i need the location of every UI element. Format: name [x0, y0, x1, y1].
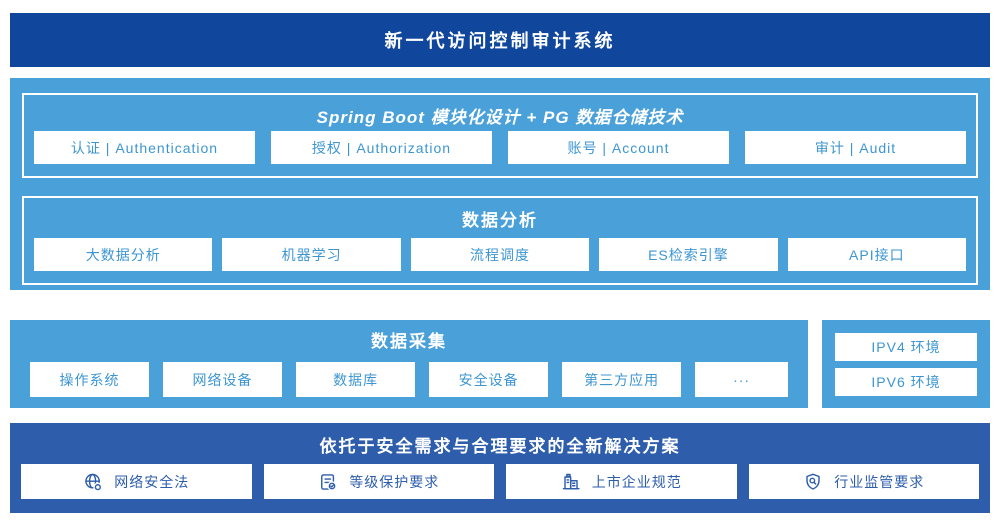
solution-item-industry-regulation: 行业监管要求: [748, 464, 979, 499]
module-machine-learning: 机器学习: [222, 238, 401, 271]
spring-boot-module-row: 认证 | Authentication 授权 | Authorization 账…: [34, 131, 966, 164]
source-third-party-app: 第三方应用: [562, 362, 682, 397]
module-es-search-engine: ES检索引擎: [599, 238, 778, 271]
solution-item-label: 等级保护要求: [349, 473, 440, 490]
solution-item-cybersecurity-law: 网络安全法: [21, 464, 252, 499]
module-api-interface: API接口: [787, 238, 967, 271]
env-ipv4: IPV4 环境: [835, 332, 977, 361]
building-icon: [562, 473, 580, 489]
solution-item-listed-company-standard: 上市企业规范: [506, 464, 737, 499]
solution-item-label: 上市企业规范: [591, 473, 682, 490]
solution-title: 依托于安全需求与合理要求的全新解决方案: [319, 437, 681, 456]
solution-item-row: 网络安全法 等级保护要求: [21, 464, 979, 499]
solution-section: 依托于安全需求与合理要求的全新解决方案 网络安全法: [10, 423, 990, 513]
source-database: 数据库: [296, 362, 416, 397]
env-ipv6: IPV6 环境: [835, 367, 977, 396]
module-process-scheduling: 流程调度: [410, 238, 590, 271]
data-collection-title: 数据采集: [371, 332, 447, 351]
module-big-data-analysis: 大数据分析: [34, 238, 213, 271]
source-operating-system: 操作系统: [30, 362, 150, 397]
spring-boot-layer: Spring Boot 模块化设计 + PG 数据仓储技术 认证 | Authe…: [22, 93, 978, 178]
module-audit: 审计 | Audit: [745, 131, 966, 164]
solution-item-classified-protection: 等级保护要求: [263, 464, 494, 499]
data-analysis-module-row: 大数据分析 机器学习 流程调度 ES检索引擎 API接口: [34, 238, 967, 271]
data-collection-source-row: 操作系统 网络设备 数据库 安全设备 第三方应用 ···: [30, 362, 788, 397]
data-analysis-layer: 数据分析 大数据分析 机器学习 流程调度 ES检索引擎 API接口: [22, 196, 978, 285]
globe-icon: [85, 473, 103, 492]
shield-search-icon: [806, 473, 820, 490]
data-analysis-layer-title: 数据分析: [462, 211, 538, 230]
module-authentication: 认证 | Authentication: [34, 131, 255, 164]
source-security-device: 安全设备: [429, 362, 549, 397]
system-title: 新一代访问控制审计系统: [384, 31, 616, 51]
solution-item-label: 行业监管要求: [834, 473, 925, 490]
solution-item-label: 网络安全法: [114, 473, 190, 490]
document-check-icon: [321, 473, 337, 491]
source-ellipsis: ···: [695, 362, 788, 397]
environments-box: IPV4 环境 IPV6 环境: [822, 320, 990, 408]
spring-boot-layer-title: Spring Boot 模块化设计 + PG 数据仓储技术: [316, 108, 684, 127]
platform-section: Spring Boot 模块化设计 + PG 数据仓储技术 认证 | Authe…: [10, 78, 990, 290]
system-title-banner: 新一代访问控制审计系统: [10, 13, 990, 67]
module-authorization: 授权 | Authorization: [271, 131, 492, 164]
data-collection-section: 数据采集 操作系统 网络设备 数据库 安全设备 第三方应用 ···: [10, 320, 808, 408]
source-network-device: 网络设备: [163, 362, 283, 397]
module-account: 账号 | Account: [508, 131, 729, 164]
